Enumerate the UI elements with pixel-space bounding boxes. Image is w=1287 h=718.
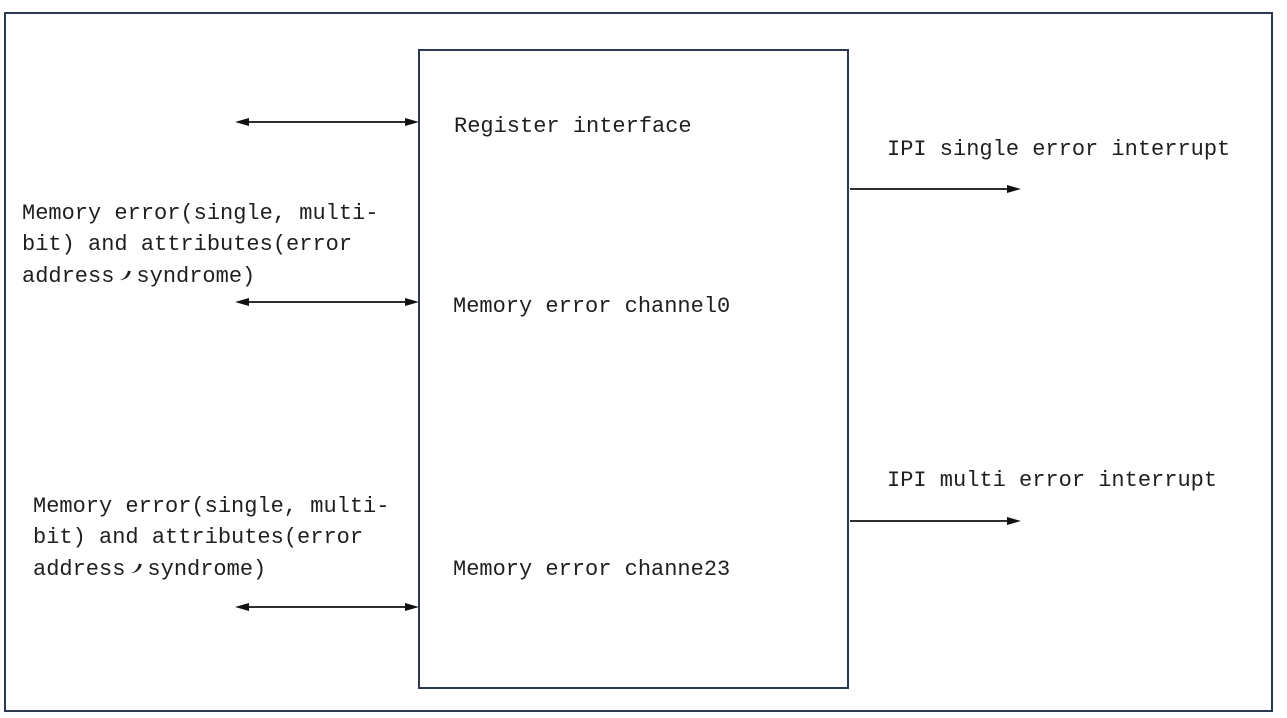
- note-line: bit) and attributes(error: [22, 232, 353, 257]
- memory-error-note-top: Memory error(single, multi- bit) and att…: [22, 198, 378, 292]
- right-arrow-ipi-single: [850, 185, 1021, 193]
- note-line: Memory error(single, multi-: [33, 494, 390, 519]
- ideographic-comma-icon: [114, 260, 136, 282]
- right-arrow-ipi-multi: [850, 517, 1021, 525]
- double-arrow-register-interface: [235, 118, 419, 126]
- note-line: Memory error(single, multi-: [22, 201, 379, 226]
- main-box: [418, 49, 849, 689]
- double-arrow-channel0: [235, 298, 419, 306]
- note-line: bit) and attributes(error: [33, 525, 364, 550]
- ipi-single-error-interrupt-label: IPI single error interrupt: [887, 137, 1231, 162]
- memory-error-channel0-label: Memory error channel0: [453, 294, 731, 319]
- register-interface-label: Register interface: [454, 114, 692, 139]
- ideographic-comma-icon: [125, 553, 147, 575]
- double-arrow-channe23: [235, 603, 419, 611]
- memory-error-note-bottom: Memory error(single, multi- bit) and att…: [33, 491, 389, 585]
- memory-error-channe23-label: Memory error channe23: [453, 557, 731, 582]
- ipi-multi-error-interrupt-label: IPI multi error interrupt: [887, 468, 1218, 493]
